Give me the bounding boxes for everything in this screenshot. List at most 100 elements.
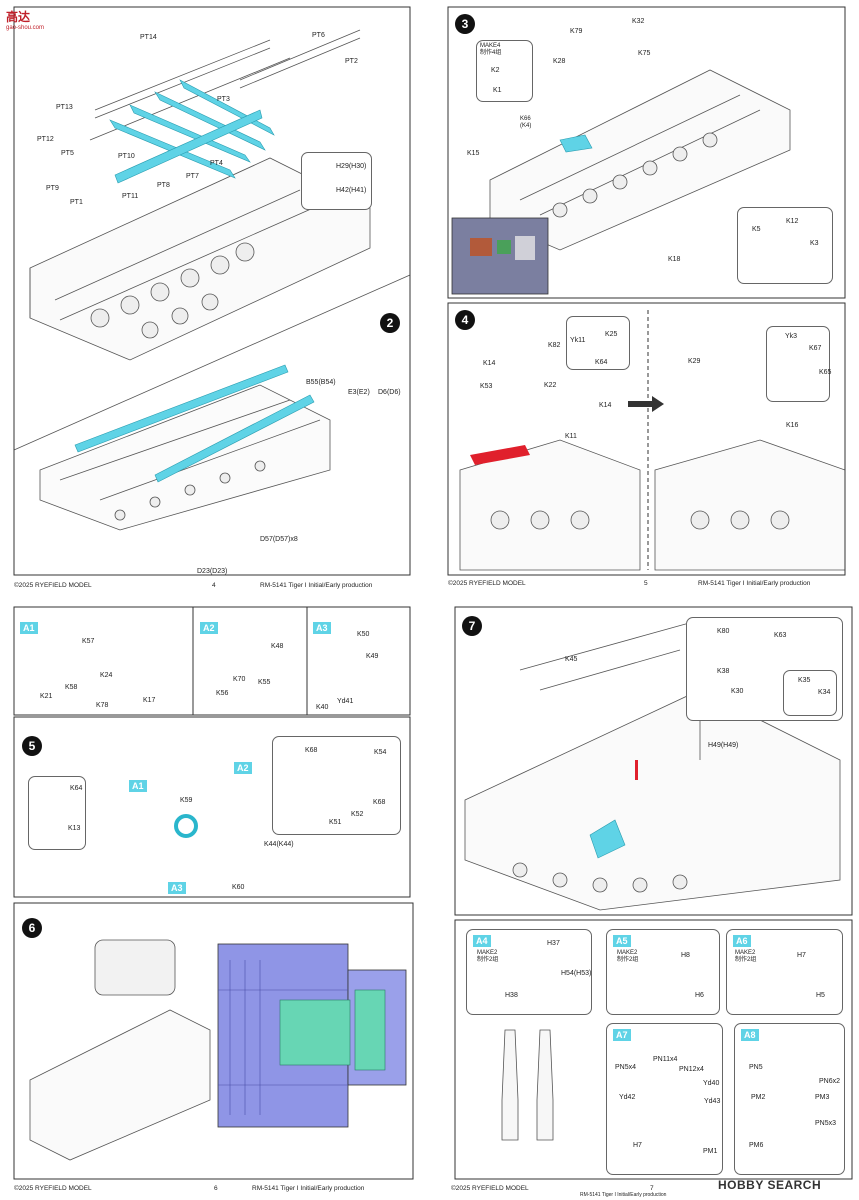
- part-label: Yk3: [785, 333, 798, 340]
- part-label: B55(B54): [306, 379, 336, 386]
- callout-box: Yk3 K67 K65: [766, 326, 832, 402]
- part-label: K2: [491, 67, 500, 74]
- callout-box: K35 K34: [783, 670, 837, 716]
- part-label: PT1: [70, 199, 83, 206]
- sub-step-tag: A2: [200, 622, 218, 634]
- part-label: K22: [544, 382, 557, 389]
- part-label: K60: [232, 884, 245, 891]
- part-label: K13: [68, 825, 81, 832]
- sub-step-tag: A7: [613, 1029, 631, 1041]
- part-label: K48: [271, 643, 284, 650]
- watermark-logo: 高达: [6, 10, 31, 24]
- part-label: K64: [70, 785, 83, 792]
- part-label: K78: [96, 702, 109, 709]
- part-label: PN5x4: [615, 1064, 637, 1071]
- part-label: PT9: [46, 185, 59, 192]
- part-label: PT7: [186, 173, 199, 180]
- page-number: 5: [644, 580, 648, 587]
- sub-step-tag: A4: [473, 935, 491, 947]
- part-label: PM2: [751, 1094, 766, 1101]
- part-label: D6(D6): [378, 389, 401, 396]
- sub-step-tag: A5: [613, 935, 631, 947]
- sub-step-box: A4 MAKE2 制作2组 H37 H54(H53) H38: [466, 929, 592, 1015]
- sub-step-tag: A2: [234, 762, 252, 774]
- part-label: K45: [565, 656, 578, 663]
- part-label: H42(H41): [336, 187, 367, 194]
- part-label: K16: [786, 422, 799, 429]
- part-label: K38: [717, 668, 730, 675]
- step-number: 4: [455, 310, 475, 330]
- callout-box: H29(H30) H42(H41): [301, 152, 372, 210]
- watermark-url: gao-shou.com: [6, 25, 45, 31]
- part-label: Yd43: [704, 1098, 721, 1105]
- part-label: K58: [65, 684, 78, 691]
- step-number: 6: [22, 918, 42, 938]
- part-label: K63: [774, 632, 787, 639]
- part-label: D57(D57)x8: [260, 536, 298, 543]
- part-label: D23(D23): [197, 568, 228, 575]
- part-label: K65: [819, 369, 832, 376]
- sub-step-box: A7 PN11x4 PN5x4 PN12x4 Yd40 Yd42 Yd43 H7…: [606, 1023, 723, 1175]
- part-label: K28: [553, 58, 566, 65]
- part-label: H29(H30): [336, 163, 367, 170]
- part-label: K15: [467, 150, 480, 157]
- callout-box: K68 K54 K68 K51 K52: [272, 736, 401, 835]
- copyright: ©2025 RYEFIELD MODEL: [14, 1185, 92, 1192]
- part-label: K32: [632, 18, 645, 25]
- part-label: K75: [638, 50, 651, 57]
- part-label: K52: [351, 811, 364, 818]
- copyright: ©2025 RYEFIELD MODEL: [14, 582, 92, 589]
- part-label: PT4: [210, 160, 223, 167]
- part-label: K66 (K4): [520, 116, 532, 129]
- part-label: Yd41: [337, 698, 354, 705]
- part-label: K54: [374, 749, 387, 756]
- part-label: PT10: [118, 153, 135, 160]
- callout-box: K5 K12 K3: [737, 207, 833, 284]
- step-number: 3: [455, 14, 475, 34]
- part-label: Yd40: [703, 1080, 720, 1087]
- part-label: PN6x2: [819, 1078, 841, 1085]
- part-label: PN5: [749, 1064, 763, 1071]
- part-label: PN12x4: [679, 1066, 704, 1073]
- make-note: MAKE4 制作4组: [480, 43, 502, 56]
- part-label: H7: [633, 1142, 642, 1149]
- callout-box: Yk11 K25 K64: [566, 316, 630, 370]
- part-label: PT13: [56, 104, 73, 111]
- page-number: 4: [212, 582, 216, 589]
- part-label: K68: [305, 747, 318, 754]
- sub-step-tag: A3: [168, 882, 186, 894]
- part-label: K14: [599, 402, 612, 409]
- sub-step-box: A8 PN5 PN6x2 PM2 PM3 PN5x3 PM6: [734, 1023, 845, 1175]
- part-label: K14: [483, 360, 496, 367]
- part-label: K21: [40, 693, 53, 700]
- part-label: K50: [357, 631, 370, 638]
- part-label: K3: [810, 240, 819, 247]
- part-label: H54(H53): [561, 970, 592, 977]
- part-label: E3(E2): [348, 389, 370, 396]
- part-label: K51: [329, 819, 342, 826]
- part-label: K35: [798, 677, 811, 684]
- step-number: 7: [462, 616, 482, 636]
- part-label: K12: [786, 218, 799, 225]
- sub-step-tag: A3: [313, 622, 331, 634]
- part-label: H49(H49): [708, 742, 739, 749]
- page-number: 6: [214, 1185, 218, 1192]
- sub-step-tag: A6: [733, 935, 751, 947]
- part-label: K11: [565, 433, 577, 440]
- part-label: Yk11: [570, 337, 586, 344]
- part-label: K24: [100, 672, 113, 679]
- step-number: 5: [22, 736, 42, 756]
- part-label: K64: [595, 359, 608, 366]
- part-label: K56: [216, 690, 229, 697]
- sub-step-box: A5 MAKE2 制作2组 H8 H6: [606, 929, 720, 1015]
- part-label: PN5x3: [815, 1120, 837, 1127]
- part-label: K29: [688, 358, 701, 365]
- copyright: ©2025 RYEFIELD MODEL: [451, 1185, 529, 1192]
- sub-step-box: A6 MAKE2 制作2组 H7 H5: [726, 929, 843, 1015]
- part-label: PT14: [140, 34, 157, 41]
- part-label: H6: [695, 992, 704, 999]
- part-label: K49: [366, 653, 379, 660]
- part-label: K80: [717, 628, 730, 635]
- part-label: K18: [668, 256, 681, 263]
